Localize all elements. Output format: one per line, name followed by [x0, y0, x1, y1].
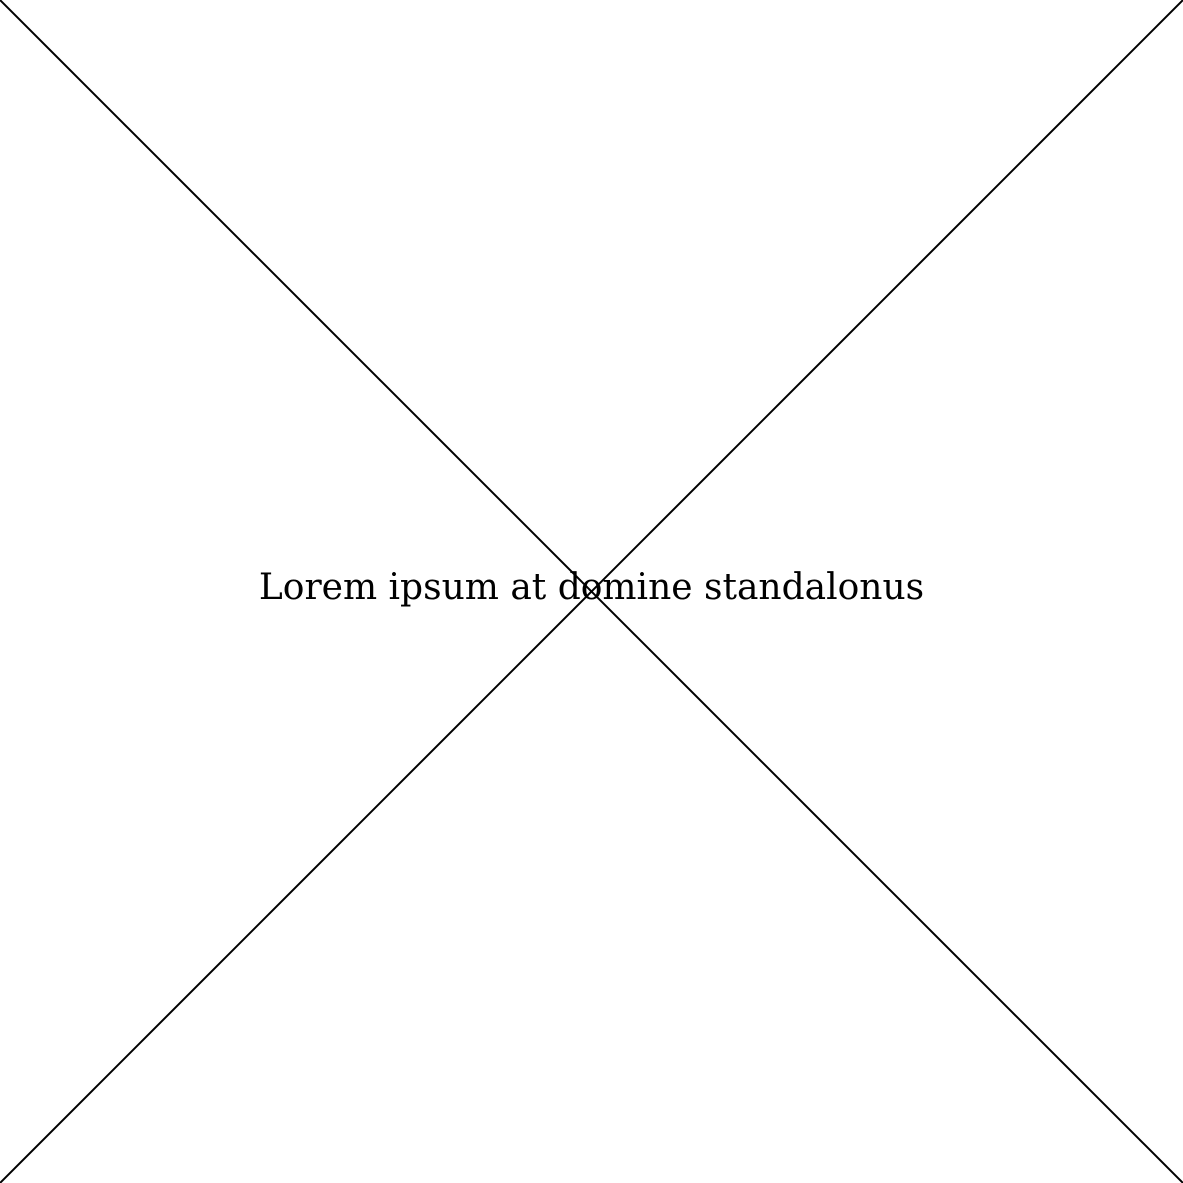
figure-caption: Lorem ipsum at domine standalonus	[258, 567, 925, 608]
